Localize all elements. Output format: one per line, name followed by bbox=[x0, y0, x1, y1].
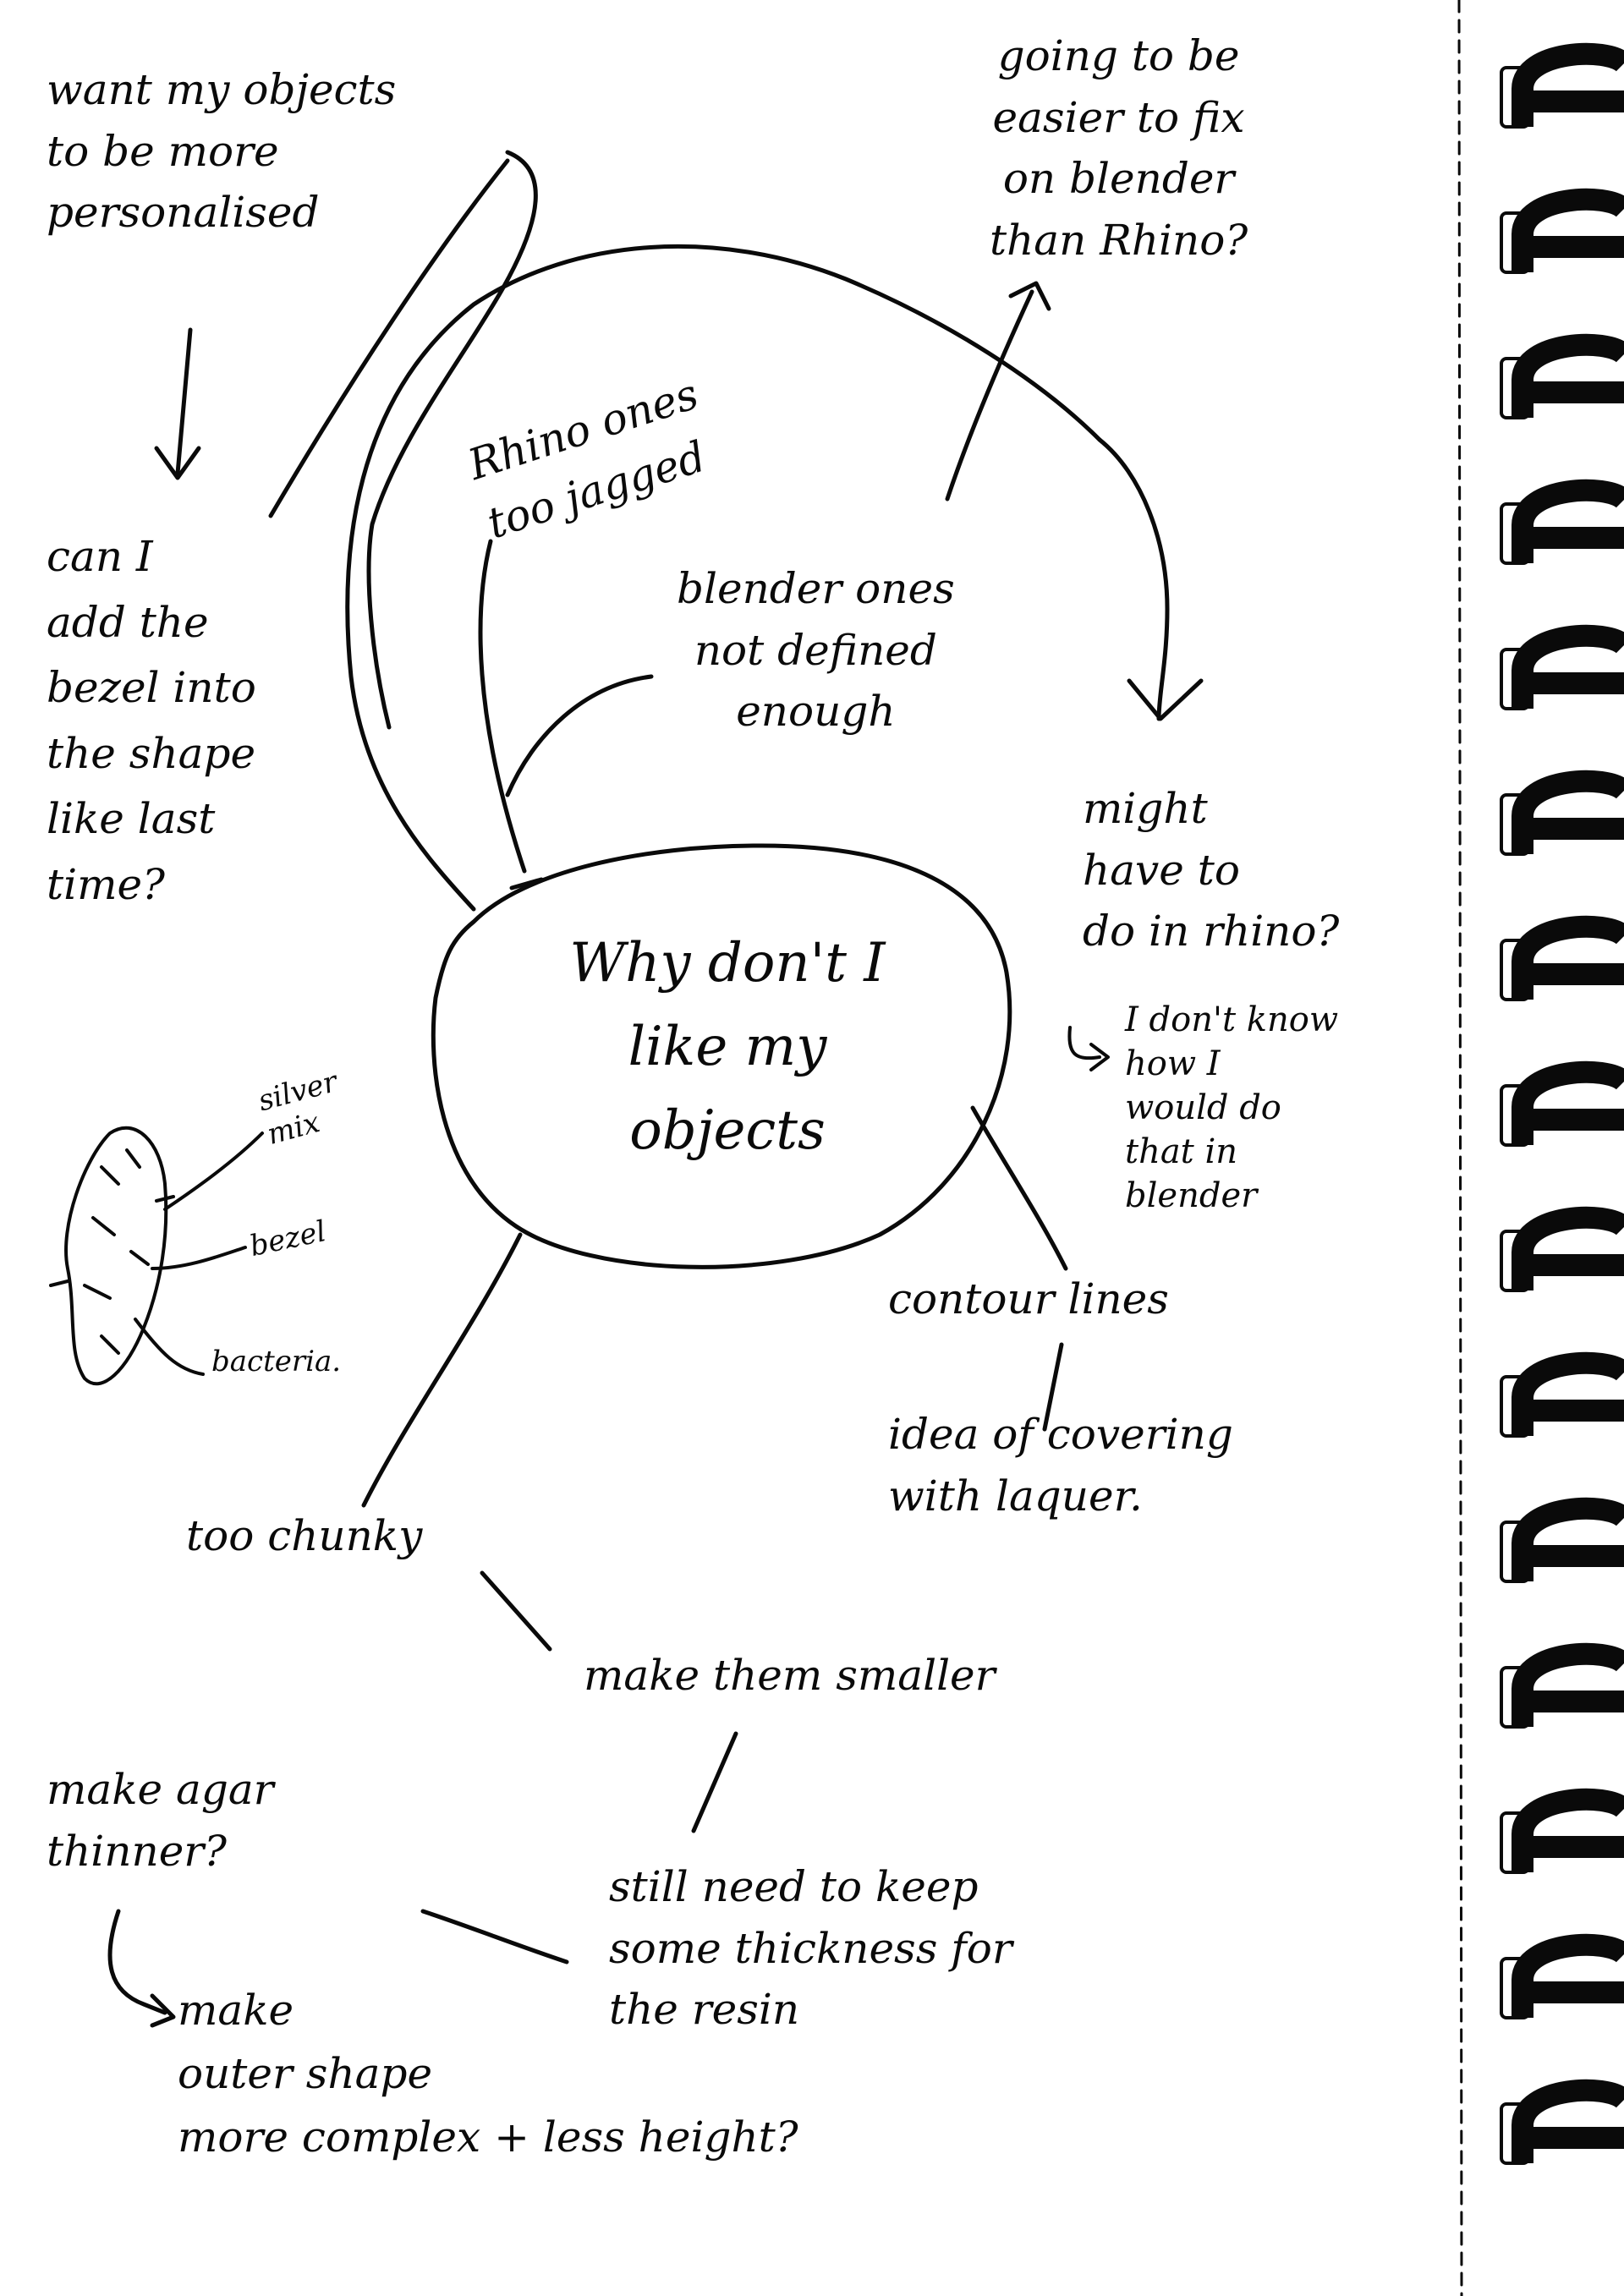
binding-ring bbox=[1501, 490, 1624, 563]
note-smaller: make them smaller bbox=[584, 1645, 996, 1707]
note-contour: contour lines bbox=[888, 1269, 1169, 1330]
binding-ring bbox=[1501, 1800, 1624, 1872]
binding-ring bbox=[1501, 54, 1624, 127]
binding-ring bbox=[1501, 345, 1624, 418]
binding-ring bbox=[1501, 200, 1624, 272]
binding-ring bbox=[1501, 927, 1624, 1000]
binding-ring bbox=[1501, 1654, 1624, 1727]
binding-ring bbox=[1501, 1218, 1624, 1290]
note-blender-easier: going to be easier to fix on blender tha… bbox=[990, 25, 1248, 271]
label-bacteria: bacteria. bbox=[211, 1345, 341, 1379]
note-laquer: idea of covering with laquer. bbox=[888, 1404, 1233, 1526]
binding-ring bbox=[1501, 2091, 1624, 2163]
binding-ring bbox=[1501, 1945, 1624, 2018]
binding-ring bbox=[1501, 1363, 1624, 1436]
binding-ring bbox=[1501, 1072, 1624, 1145]
note-chunky: too chunky bbox=[186, 1505, 422, 1567]
binding-ring bbox=[1501, 1509, 1624, 1581]
binding-ring bbox=[1501, 636, 1624, 709]
note-might-rhino: might have to do in rhino? bbox=[1083, 778, 1339, 962]
note-thickness: still need to keep some thickness for th… bbox=[609, 1856, 1012, 2041]
central-question: Why don't I like my objects bbox=[474, 922, 981, 1174]
note-agar: make agar thinner? bbox=[47, 1759, 274, 1882]
note-personalised: want my objects to be more personalised bbox=[47, 59, 396, 244]
binding-ring bbox=[1501, 781, 1624, 854]
note-bezel-question: can I add the bezel into the shape like … bbox=[47, 524, 256, 918]
note-blender-defined: blender ones not defined enough bbox=[677, 558, 955, 743]
note-dont-know: I don't know how I would do that in blen… bbox=[1125, 998, 1338, 1218]
